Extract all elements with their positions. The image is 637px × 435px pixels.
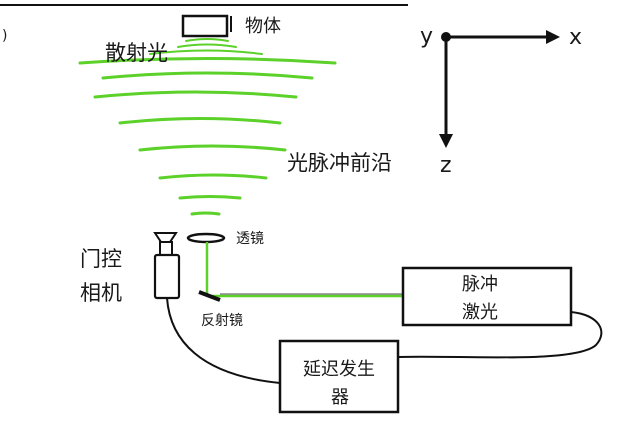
object-box: [181, 14, 229, 38]
camera-label-line1: 门控: [80, 247, 122, 271]
wavefront-arc: [177, 43, 237, 48]
axis-y-label: y: [420, 24, 433, 49]
camera-label-line2: 相机: [80, 281, 122, 305]
camera-icon: [153, 232, 181, 300]
delay-label-line1: 延迟发生: [303, 359, 375, 380]
wavefront-arc: [178, 195, 242, 200]
laser-label-line1: 脉冲: [462, 274, 498, 295]
mirror-label: 反射镜: [201, 313, 243, 329]
scattered-light-label: 散射光: [105, 41, 168, 65]
lens-label: 透镜: [236, 231, 264, 247]
wavefront-arc: [78, 57, 337, 65]
scattered-light-waves: [78, 38, 337, 216]
delay-generator-box: [278, 339, 400, 414]
delay-label-line2: 器: [331, 387, 349, 408]
laser-cable: [397, 311, 603, 359]
object-label: 物体: [245, 16, 281, 37]
wavefront-arc: [149, 49, 263, 55]
camera-cable: [166, 297, 281, 384]
wavefront-arc: [190, 211, 221, 216]
axis-x-label: x: [569, 25, 582, 50]
axis-z-label: z: [440, 153, 452, 178]
mirror-icon: [198, 290, 221, 302]
wavefront-arc: [93, 90, 298, 99]
pulse-laser-box: [401, 266, 573, 327]
lens-icon: [186, 232, 226, 244]
wavefront-arc: [138, 144, 287, 152]
wavefront-arc: [101, 71, 314, 80]
wavefront-arc: [185, 38, 229, 42]
axis-arrows-icon: [439, 30, 560, 148]
pulse-front-label: 光脉冲前沿: [287, 151, 392, 175]
wavefront-arc: [158, 173, 268, 180]
wavefront-arc: [118, 117, 282, 125]
edge-mark: ): [2, 28, 7, 44]
laser-label-line2: 激光: [462, 302, 498, 323]
